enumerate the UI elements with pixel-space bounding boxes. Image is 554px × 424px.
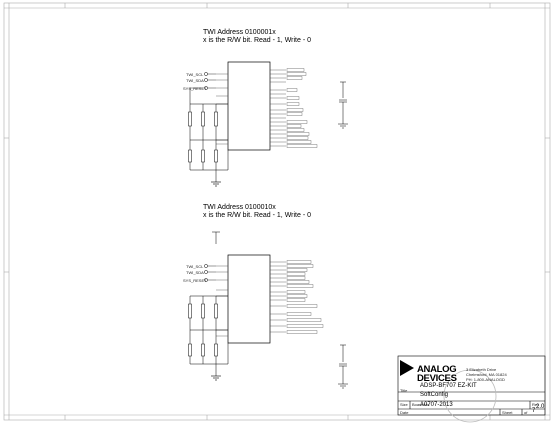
u1-input-scl: TWI_SCL xyxy=(186,72,204,77)
watermark-ring xyxy=(443,369,497,423)
decoupling-cap-u2 xyxy=(338,344,348,389)
ic-u2-body xyxy=(227,254,271,344)
ic-u1-body xyxy=(227,61,271,151)
field-board-no: Board No. xyxy=(412,402,431,407)
ground-icon xyxy=(211,375,221,381)
field-sheet: Sheet xyxy=(502,410,513,415)
u1-rw-note: x is the R/W bit. Read - 1, Write - 0 xyxy=(203,37,312,44)
u2-address-note: TWI Address 0100010x xyxy=(203,204,276,211)
ground-icon xyxy=(211,181,221,187)
u2-input-sda: TWI_SDA xyxy=(186,270,204,275)
field-size: Size xyxy=(400,402,408,407)
field-date: Date xyxy=(400,410,409,415)
address-line2: Chelmsford, MA 01824 xyxy=(466,372,507,377)
company-name-line1: ANALOG xyxy=(417,364,457,375)
company-name-line2: DEVICES xyxy=(417,373,457,384)
u2-rw-note: x is the R/W bit. Read - 1, Write - 0 xyxy=(203,212,312,219)
u2-input-reset: SYS_RESET xyxy=(183,278,207,283)
sheet-of-value: 7 xyxy=(532,408,536,414)
address-line3: PH: 1-800-ANALOGD xyxy=(466,377,505,382)
ic-u1 xyxy=(188,61,348,187)
field-rev: Rev xyxy=(532,402,540,407)
u1-input-reset: SYS_RESET xyxy=(183,86,207,91)
u1-address-note: TWI Address 0100001x xyxy=(203,29,276,36)
field-title: Title xyxy=(400,388,408,393)
title-block xyxy=(397,355,546,416)
u2-input-scl: TWI_SCL xyxy=(186,264,204,269)
sheet-title: SoftConfig xyxy=(420,392,449,398)
field-of: of xyxy=(524,410,528,415)
address-line1: 3 Elizabeth Drive xyxy=(466,367,497,372)
decoupling-cap-u1 xyxy=(338,81,348,129)
u1-input-sda: TWI_SDA xyxy=(186,78,204,83)
analog-devices-logo-icon xyxy=(400,360,414,376)
rev-value: 2.0 xyxy=(536,404,545,410)
board-name: ADSP-BF707 EZ-KIT xyxy=(420,383,477,389)
ic-u2 xyxy=(188,231,348,389)
board-number: A0707-2013 xyxy=(420,402,453,408)
